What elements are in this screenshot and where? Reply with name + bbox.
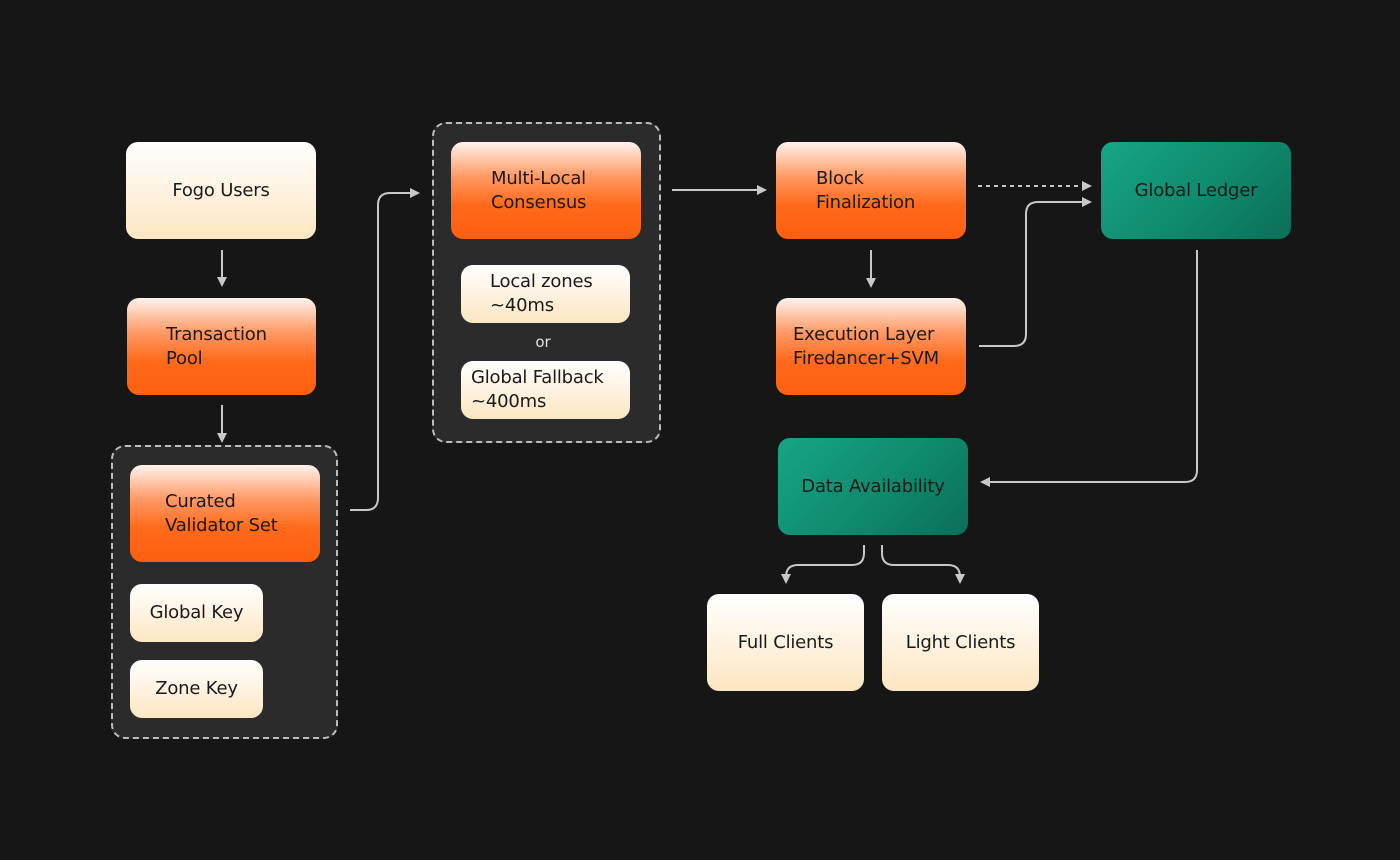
global-fallback-label-line1: Global Fallback bbox=[471, 367, 604, 388]
block-finalization-label-line1: Block bbox=[816, 167, 864, 189]
multi-local-consensus-label-line2: Consensus bbox=[491, 191, 587, 213]
zone-key-label: Zone Key bbox=[155, 678, 238, 699]
fogo-users-label: Fogo Users bbox=[172, 179, 270, 201]
full-clients-label: Full Clients bbox=[737, 631, 834, 653]
edge-execution-to-ledger bbox=[979, 197, 1092, 347]
execution-layer-label-line1: Execution Layer bbox=[793, 323, 935, 345]
full-clients-node: Full Clients bbox=[707, 594, 864, 691]
multi-local-consensus-node: Multi-Local Consensus bbox=[451, 142, 641, 239]
global-fallback-label-line2: ~400ms bbox=[471, 391, 547, 412]
zone-key-node: Zone Key bbox=[130, 660, 263, 718]
local-zones-label-line1: Local zones bbox=[490, 271, 593, 292]
or-label: or bbox=[535, 333, 551, 351]
data-availability-label: Data Availability bbox=[801, 475, 945, 497]
edge-data-availability-to-light-clients bbox=[881, 545, 965, 584]
transaction-pool-label-line2: Pool bbox=[166, 347, 203, 369]
transaction-pool-label-line1: Transaction bbox=[166, 323, 267, 345]
global-fallback-node: Global Fallback ~400ms bbox=[461, 361, 630, 419]
curated-validator-set-node: Curated Validator Set bbox=[130, 465, 320, 562]
global-ledger-node: Global Ledger bbox=[1101, 142, 1291, 239]
curated-validator-set-label-line2: Validator Set bbox=[165, 514, 278, 536]
block-finalization-node: Block Finalization bbox=[776, 142, 966, 239]
block-finalization-label-line2: Finalization bbox=[816, 191, 916, 213]
light-clients-label: Light Clients bbox=[905, 631, 1016, 653]
edge-ledger-to-data-availability bbox=[980, 250, 1198, 487]
transaction-pool-node: Transaction Pool bbox=[127, 298, 316, 395]
local-zones-node: Local zones ~40ms bbox=[461, 265, 630, 323]
data-availability-node: Data Availability bbox=[778, 438, 968, 535]
execution-layer-node: Execution Layer Firedancer+SVM bbox=[776, 298, 966, 395]
local-zones-label-line2: ~40ms bbox=[490, 295, 554, 316]
global-key-label: Global Key bbox=[149, 602, 244, 623]
curated-validator-set-label-line1: Curated bbox=[165, 490, 236, 512]
edge-validators-to-consensus bbox=[350, 188, 420, 511]
global-key-node: Global Key bbox=[130, 584, 263, 642]
fogo-users-node: Fogo Users bbox=[126, 142, 316, 239]
light-clients-node: Light Clients bbox=[882, 594, 1039, 691]
edge-data-availability-to-full-clients bbox=[781, 545, 865, 584]
global-ledger-label: Global Ledger bbox=[1134, 179, 1258, 201]
multi-local-consensus-label-line1: Multi-Local bbox=[491, 167, 586, 189]
execution-layer-label-line2: Firedancer+SVM bbox=[793, 347, 939, 369]
